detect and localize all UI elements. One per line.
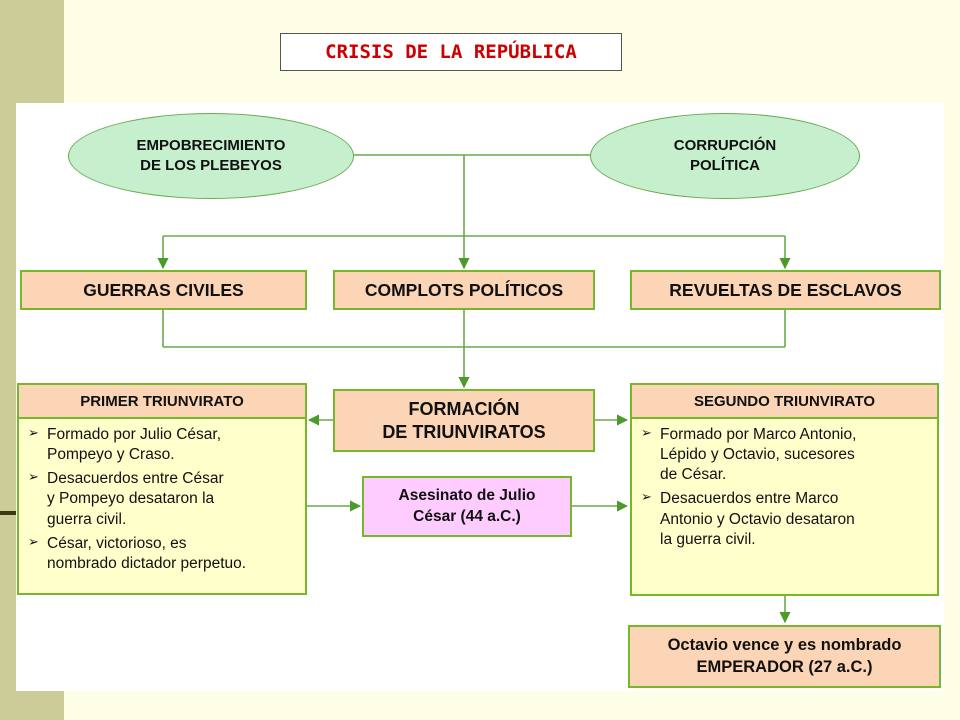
- arrow-bullet-icon: ➢: [641, 425, 652, 440]
- arrow-bullet-icon: ➢: [28, 425, 39, 440]
- second-triumvirate-header: SEGUNDO TRIUNVIRATO: [630, 383, 939, 419]
- list-item-text: Formado por Marco Antonio, Lépido y Octa…: [660, 426, 857, 484]
- political-plots-box: COMPLOTS POLÍTICOS: [333, 270, 595, 310]
- list-item: ➢ Desacuerdos entre Marco Antonio y Octav…: [638, 489, 931, 549]
- cause-impoverishment-oval: EMPOBRECIMIENTO DE LOS PLEBEYOS: [68, 113, 354, 199]
- caesar-assassination-box: Asesinato de Julio César (44 a.C.): [362, 476, 572, 537]
- first-triumvirate-list: ➢ Formado por Julio César, Pompeyo y Cras…: [17, 419, 307, 595]
- triumvirates-formation-box: FORMACIÓN DE TRIUNVIRATOS: [333, 389, 595, 452]
- list-item: ➢ Formado por Marco Antonio, Lépido y Oct…: [638, 425, 931, 485]
- slide-side-tick: [0, 511, 18, 515]
- slave-revolts-box: REVUELTAS DE ESCLAVOS: [630, 270, 941, 310]
- arrow-bullet-icon: ➢: [28, 469, 39, 485]
- arrow-bullet-icon: ➢: [641, 489, 652, 505]
- list-item: ➢ Desacuerdos entre César y Pompeyo desat…: [25, 469, 299, 529]
- list-item-text: Formado por Julio César, Pompeyo y Craso…: [47, 426, 222, 464]
- civil-wars-box: GUERRAS CIVILES: [20, 270, 307, 310]
- list-item: ➢ Formado por Julio César, Pompeyo y Cras…: [25, 425, 299, 465]
- list-item: ➢ César, victorioso, es nombrado dictador…: [25, 534, 299, 574]
- cause-corruption-oval: CORRUPCIÓN POLÍTICA: [590, 113, 860, 199]
- second-triumvirate-list: ➢ Formado por Marco Antonio, Lépido y Oct…: [630, 419, 939, 596]
- list-item-text: Desacuerdos entre César y Pompeyo desata…: [47, 470, 224, 528]
- octavian-emperor-box: Octavio vence y es nombrado EMPERADOR (2…: [628, 625, 941, 688]
- arrow-bullet-icon: ➢: [28, 533, 39, 549]
- list-item-text: Desacuerdos entre Marco Antonio y Octavi…: [660, 490, 855, 548]
- slide-title: CRISIS DE LA REPÚBLICA: [280, 33, 622, 71]
- list-item-text: César, victorioso, es nombrado dictador …: [47, 534, 247, 572]
- first-triumvirate-header: PRIMER TRIUNVIRATO: [17, 383, 307, 419]
